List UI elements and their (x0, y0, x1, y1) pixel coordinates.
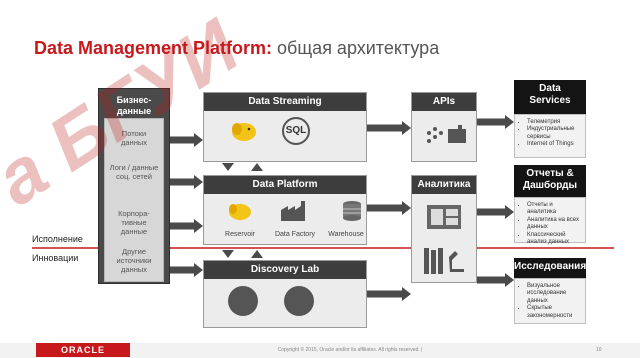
research-bullet-2: Скрытые закономерности (527, 305, 581, 320)
services-bullet-2: Индустриальные сервисы (527, 126, 581, 141)
arrowhead-sources-discovery (194, 263, 203, 277)
tri-up-2 (251, 250, 263, 258)
page-number: 10 (596, 347, 602, 353)
discovery-chart-icon (284, 286, 314, 316)
arrowhead-discovery-analytics (402, 287, 411, 301)
arrowhead-platform-analytics (402, 201, 411, 215)
arrowhead-sources-streaming (194, 133, 203, 147)
execution-label: Исполнение (32, 234, 83, 244)
arrowhead-sources-platform-2 (194, 219, 203, 233)
innovation-label: Инновации (32, 253, 79, 263)
data-services-list: Телеметрия Индустриальные сервисы Intern… (514, 114, 586, 158)
arrowhead-analytics-reports (505, 205, 514, 219)
puzzle-icon (427, 125, 466, 143)
arrowhead-streaming-apis (402, 121, 411, 135)
research-header: Исследования (514, 258, 586, 278)
footer-copyright: Copyright © 2015, Oracle and/or its affi… (277, 347, 423, 353)
discovery-lab-header: Discovery Lab (204, 261, 366, 279)
services-bullet-1: Телеметрия (527, 119, 581, 126)
oracle-logo: ORACLE (36, 343, 130, 357)
reservoir-icon (229, 204, 251, 220)
title-rest: общая архитектура (272, 38, 440, 58)
footer-bar (0, 343, 640, 358)
dashboard-icon (427, 205, 461, 229)
data-platform-box: Data Platform Reservoir Data Factory War… (203, 175, 367, 245)
microscope-icon (424, 248, 464, 274)
data-services-header: Data Services (514, 80, 586, 114)
title-bold: Data Management Platform: (34, 38, 273, 58)
page-title: Data Management Platform: общая архитект… (34, 38, 439, 59)
tri-up-1 (251, 163, 263, 171)
business-data-list: Потоки данных Логи / данные соц. сетей К… (104, 118, 164, 282)
data-streaming-box: Data Streaming SQL (203, 92, 367, 162)
discovery-network-icon (228, 286, 258, 316)
platform-item-factory: Data Factory (274, 231, 316, 238)
factory-icon (281, 201, 305, 221)
analytics-box: Аналитика (411, 175, 477, 283)
tri-down-1 (222, 163, 234, 171)
database-icon (343, 201, 361, 221)
research-list: Визуальное исследование данных Скрытые з… (514, 278, 586, 324)
source-item-enterprise: Корпора-тивные данные (118, 209, 150, 236)
business-data-header: Бизнес-данные (116, 95, 152, 116)
data-streaming-header: Data Streaming (204, 93, 366, 111)
arrowhead-sources-platform (194, 175, 203, 189)
reports-bullet-1: Отчеты и аналитика (527, 202, 581, 217)
platform-item-warehouse: Warehouse (328, 231, 364, 238)
source-item-logs: Логи / данные соц. сетей (109, 163, 159, 181)
source-item-other: Другие источники данных (116, 247, 152, 274)
reports-bullet-2: Аналитика на всех данных (527, 217, 581, 232)
data-platform-header: Data Platform (204, 176, 366, 194)
apis-header: APIs (412, 93, 476, 111)
research-bullet-1: Визуальное исследование данных (527, 283, 581, 305)
platform-item-reservoir: Reservoir (225, 231, 255, 238)
arrowhead-analytics-research (505, 273, 514, 287)
arrowhead-apis-services (505, 115, 514, 129)
sql-icon: SQL (282, 117, 310, 145)
source-item-streams: Потоки данных (121, 129, 147, 147)
discovery-lab-box: Discovery Lab (203, 260, 367, 328)
reports-header: Отчеты & Дашборды (514, 165, 586, 197)
apis-box: APIs (411, 92, 477, 162)
reports-list: Отчеты и аналитика Аналитика на всех дан… (514, 197, 586, 245)
tri-down-2 (222, 250, 234, 258)
reports-bullet-3: Классический анализ данных (527, 232, 581, 247)
services-bullet-3: Internet of Things (527, 141, 581, 148)
hadoop-elephant-icon (232, 123, 256, 141)
analytics-header: Аналитика (412, 176, 476, 194)
